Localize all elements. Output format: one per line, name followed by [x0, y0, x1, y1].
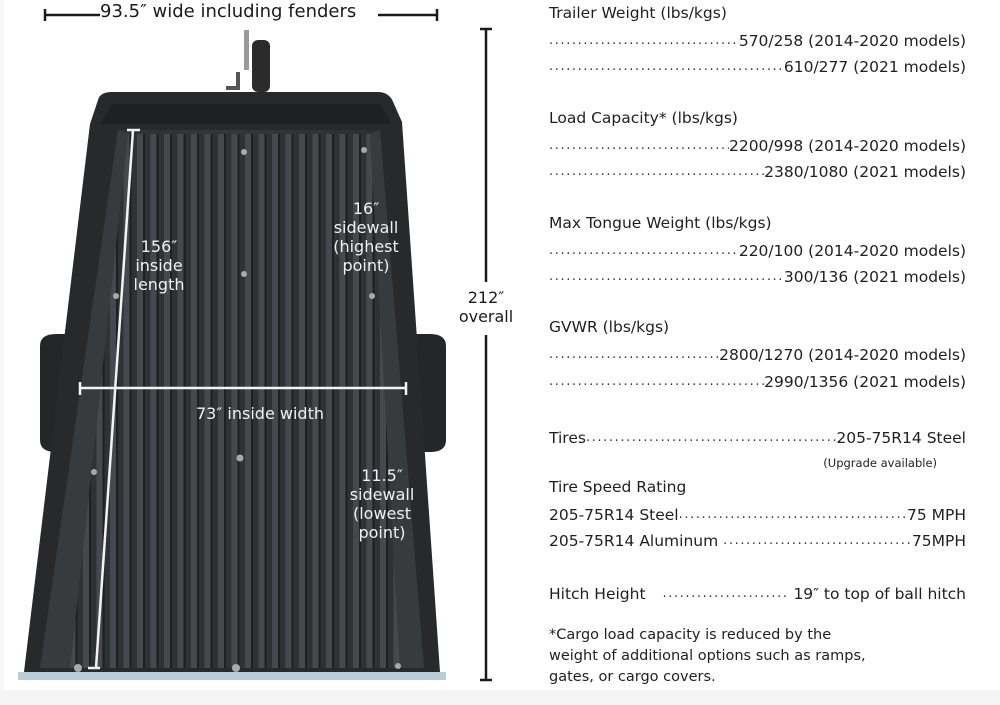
- inside-length-value: 156″: [140, 237, 178, 256]
- sidewall-lowest-caption-1: sidewall: [349, 485, 415, 504]
- hitch-height-row: Hitch Height 19″ to top of ball hitch: [549, 583, 966, 603]
- footnote-line-1: *Cargo load capacity is reduced by the: [549, 627, 832, 643]
- gvwr-row: 2990/1356 (2021 models): [549, 371, 966, 391]
- tires-value: 205-75R14 Steel: [836, 429, 966, 447]
- trailer-weight-value: 610/277 (2021 models): [783, 58, 966, 76]
- overall-length-label: 212″ overall: [446, 288, 526, 326]
- overall-width-label: 93.5″ wide including fenders: [100, 1, 357, 22]
- tire-speed-value: 75MPH: [911, 532, 966, 550]
- hitch-height-value: 19″ to top of ball hitch: [788, 585, 966, 603]
- trailer-weight-heading: Trailer Weight (lbs/kgs): [549, 4, 727, 22]
- tongue-weight-row: 300/136 (2021 models): [549, 266, 966, 286]
- tongue-weight-value: 300/136 (2021 models): [783, 268, 966, 286]
- bottom-band: [0, 690, 1000, 705]
- tire-speed-row: 205-75R14 Steel 75 MPH: [549, 504, 966, 524]
- tongue-weight-value: 220/100 (2014-2020 models): [738, 242, 966, 260]
- leader-dots: [549, 163, 764, 181]
- tires-upgrade-note: (Upgrade available): [823, 456, 937, 470]
- gvwr-value: 2800/1270 (2014-2020 models): [719, 346, 966, 364]
- sidewall-lowest-caption-2: (lowest: [352, 504, 411, 523]
- trailer-illustration: [18, 9, 492, 682]
- leader-dots: [586, 429, 836, 447]
- leader-dots: [549, 242, 739, 260]
- inside-length-caption-1: inside: [135, 256, 183, 275]
- sidewall-highest-value: 16″: [352, 199, 380, 218]
- inside-width-label: 73″ inside width: [196, 404, 324, 423]
- tire-speed-label: 205-75R14 Aluminum: [549, 532, 724, 550]
- tires-row: Tires 205-75R14 Steel: [549, 427, 966, 447]
- hitch-height-label: Hitch Height: [549, 585, 651, 603]
- trailer-weight-value: 570/258 (2014-2020 models): [738, 32, 966, 50]
- leader-dots: [549, 32, 739, 50]
- load-capacity-footnote: *Cargo load capacity is reduced by the w…: [549, 625, 909, 688]
- rear-bumper: [18, 672, 446, 680]
- tongue-jack: [226, 30, 270, 92]
- leader-dots: [549, 373, 764, 391]
- load-capacity-row: 2200/998 (2014-2020 models): [549, 135, 966, 155]
- load-capacity-heading: Load Capacity* (lbs/kgs): [549, 109, 738, 127]
- sidewall-lowest-value: 11.5″: [361, 466, 403, 485]
- sidewall-highest-label: 16″ sidewall (highest point): [326, 199, 406, 275]
- bed-bolts: [74, 147, 401, 672]
- sidewall-lowest-caption-3: point): [358, 523, 406, 542]
- tires-label: Tires: [549, 429, 586, 447]
- sidewall-highest-caption-3: point): [342, 256, 390, 275]
- leader-dots: [679, 506, 907, 524]
- tire-speed-label: 205-75R14 Steel: [549, 506, 679, 524]
- leader-dots: [549, 137, 729, 155]
- leader-dots: [549, 58, 784, 76]
- left-edge-band: [0, 0, 4, 690]
- load-capacity-row: 2380/1080 (2021 models): [549, 161, 966, 181]
- footnote-line-2: weight of additional options such as ram…: [549, 648, 866, 664]
- leader-dots: [549, 268, 784, 286]
- tire-speed-row: 205-75R14 Aluminum 75MPH: [549, 530, 966, 550]
- leader-dots: [662, 585, 788, 603]
- sidewall-lowest-label: 11.5″ sidewall (lowest point): [342, 466, 422, 542]
- overall-length-caption: overall: [458, 307, 514, 326]
- gvwr-row: 2800/1270 (2014-2020 models): [549, 344, 966, 364]
- tongue-weight-row: 220/100 (2014-2020 models): [549, 240, 966, 260]
- load-capacity-value: 2380/1080 (2021 models): [764, 163, 966, 181]
- inside-length-label: 156″ inside length: [128, 237, 190, 294]
- trailer-diagram: 93.5″ wide including fenders 212″ overal…: [18, 1, 526, 682]
- sidewall-highest-caption-1: sidewall: [333, 218, 399, 237]
- leader-dots: [723, 532, 912, 550]
- tire-speed-heading: Tire Speed Rating: [549, 478, 687, 496]
- dimension-lines-outside: [43, 9, 492, 682]
- trailer-weight-row: 610/277 (2021 models): [549, 56, 966, 76]
- tongue-weight-heading: Max Tongue Weight (lbs/kgs): [549, 214, 772, 232]
- trailer-weight-row: 570/258 (2014-2020 models): [549, 30, 966, 50]
- sidewall-highest-caption-2: (highest: [333, 237, 399, 256]
- gvwr-value: 2990/1356 (2021 models): [764, 373, 966, 391]
- inside-length-caption-2: length: [133, 275, 185, 294]
- gvwr-heading: GVWR (lbs/kgs): [549, 318, 670, 336]
- footnote-line-3: gates, or cargo covers.: [549, 669, 716, 685]
- dimension-lines-inside: [78, 128, 408, 670]
- leader-dots: [549, 346, 719, 364]
- tire-speed-value: 75 MPH: [906, 506, 966, 524]
- overall-length-value: 212″: [467, 288, 505, 307]
- load-capacity-value: 2200/998 (2014-2020 models): [728, 137, 966, 155]
